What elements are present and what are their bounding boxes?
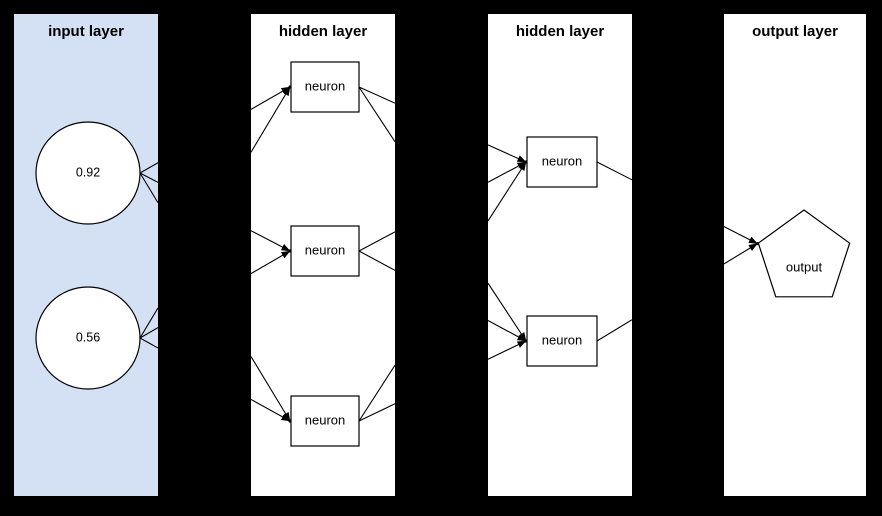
node-label-output-node-1: output (786, 259, 823, 274)
node-input-node-2[interactable]: 0.56 (35, 286, 141, 390)
edge-input-node-1-to-hidden1-node-2-target-seg (251, 230, 291, 252)
node-label-hidden2-node-2: neuron (542, 332, 582, 347)
edge-hidden1-node-3-to-hidden2-node-2-source-seg (358, 403, 395, 422)
node-label-hidden1-node-3: neuron (305, 412, 345, 427)
edge-hidden1-node-2-to-hidden2-node-2-target-seg (488, 320, 527, 342)
node-label-hidden2-node-1: neuron (542, 153, 582, 168)
edge-hidden1-node-1-to-hidden2-node-1-source-seg (358, 86, 395, 104)
node-shape-rect (290, 395, 360, 447)
edge-input-node-2-to-hidden1-node-3-source-seg (139, 337, 158, 349)
edge-hidden1-node-2-to-hidden2-node-2-source-seg (358, 250, 395, 271)
node-label-hidden1-node-1: neuron (305, 78, 345, 93)
node-label-input-node-1: 0.92 (76, 165, 100, 179)
node-shape-rect (526, 136, 598, 188)
node-shape-ellipse (35, 286, 141, 390)
node-label-hidden1-node-2: neuron (305, 242, 345, 257)
layer-nodes: 0.92 0.56 neuron neuron neuron neuron neuron ou… (35, 61, 851, 447)
edge-hidden1-node-1-to-hidden2-node-1-target-seg (488, 144, 527, 163)
layer-title-input-layer: input layer (48, 23, 124, 40)
node-hidden1-node-1[interactable]: neuron (290, 61, 360, 113)
node-shape-ellipse (35, 121, 141, 225)
edge-input-node-2-to-hidden1-node-2-target-seg (251, 250, 291, 275)
edge-input-node-1-to-hidden1-node-2-source-seg (139, 172, 158, 183)
connection-edges (139, 85, 760, 423)
edge-hidden2-node-1-to-output-node-1-source-seg (596, 161, 632, 181)
node-label-input-node-2: 0.56 (76, 330, 100, 344)
edge-input-node-2-to-hidden1-node-1-target-seg (251, 86, 291, 153)
node-hidden2-node-1[interactable]: neuron (526, 136, 598, 188)
node-input-node-1[interactable]: 0.92 (35, 121, 141, 225)
node-hidden1-node-2[interactable]: neuron (290, 225, 360, 277)
edge-hidden2-node-1-to-output-node-1-target-seg (724, 226, 758, 245)
panel-hidden-layer-2 (488, 14, 632, 496)
layer-titles: input layer hidden layer hidden layer outpu… (48, 23, 838, 40)
edge-hidden1-node-3-to-hidden2-node-1-source-seg (358, 364, 395, 422)
node-shape-rect (526, 315, 598, 367)
edge-hidden1-node-2-to-hidden2-node-1-source-seg (358, 231, 395, 252)
edge-input-node-1-to-hidden1-node-3-target-seg (251, 356, 291, 422)
edge-hidden2-node-2-to-output-node-1-target-seg (724, 243, 758, 265)
edge-hidden2-node-2-to-output-node-1-source-seg (596, 319, 632, 342)
node-shape-rect (290, 225, 360, 277)
edge-input-node-2-to-hidden1-node-2-source-seg (139, 327, 158, 339)
edge-input-node-1-to-hidden1-node-3-source-seg (139, 172, 158, 204)
edge-hidden1-node-1-to-hidden2-node-2-source-seg (358, 86, 395, 143)
edge-input-node-2-to-hidden1-node-3-target-seg (251, 398, 291, 422)
node-shape-pentagon (757, 209, 851, 298)
layer-title-output-layer: output layer (752, 23, 838, 40)
edge-hidden1-node-3-to-hidden2-node-2-target-seg (488, 340, 527, 360)
node-output-node-1[interactable]: output (757, 209, 851, 298)
node-hidden2-node-2[interactable]: neuron (526, 315, 598, 367)
edge-hidden1-node-3-to-hidden2-node-1-target-seg (488, 161, 527, 222)
node-hidden1-node-3[interactable]: neuron (290, 395, 360, 447)
edge-hidden1-node-1-to-hidden2-node-2-target-seg (488, 282, 527, 342)
panel-input-layer (14, 14, 158, 496)
layer-title-hidden-layer-1: hidden layer (279, 23, 368, 40)
layer-title-hidden-layer-2: hidden layer (516, 23, 605, 40)
edge-input-node-1-to-hidden1-node-1-source-seg (139, 162, 158, 174)
node-shape-rect (290, 61, 360, 113)
edge-input-node-2-to-hidden1-node-1-source-seg (139, 307, 158, 339)
